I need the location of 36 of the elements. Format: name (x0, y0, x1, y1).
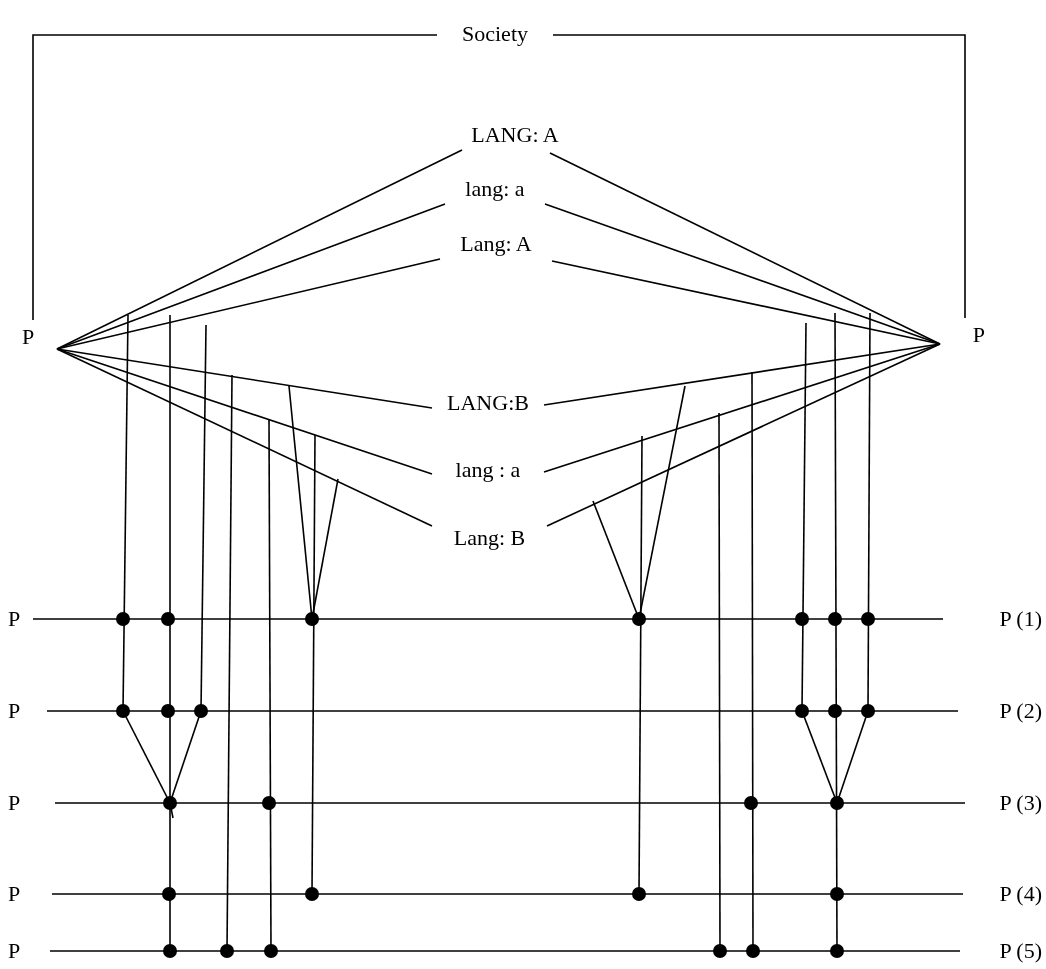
node-label: Society (462, 21, 528, 47)
connector-line (543, 343, 941, 406)
node-label: P (2) (999, 698, 1042, 724)
connector-line (544, 203, 941, 345)
node-label: P (972, 322, 985, 348)
connector-line (49, 950, 961, 952)
node-label: lang : a (455, 457, 521, 483)
connector-line (56, 258, 441, 350)
connector-line (56, 348, 433, 527)
node-label: lang: a (465, 176, 525, 202)
connector-line (546, 343, 941, 527)
node-label: LANG: A (471, 122, 559, 148)
node-label: LANG:B (447, 390, 529, 416)
connector-line (54, 802, 966, 804)
node-label: P (22, 324, 35, 350)
node-label: P (8, 698, 21, 724)
connector-line (46, 710, 959, 712)
node-label: P (3) (999, 790, 1042, 816)
connector-line (551, 260, 941, 345)
node-label: P (8, 790, 21, 816)
node-label: P (5) (999, 938, 1042, 964)
node-label: P (4) (999, 881, 1042, 907)
connector-line (32, 34, 438, 321)
connector-line (56, 203, 446, 350)
node-label: P (8, 606, 21, 632)
node-label: Lang: A (460, 231, 532, 257)
connector-line (552, 34, 966, 319)
node-label: P (8, 938, 21, 964)
connector-line (549, 152, 941, 345)
connector-line (51, 893, 964, 895)
node-label: Lang: B (453, 525, 526, 551)
connector-line (56, 348, 433, 409)
connector-line (32, 618, 944, 620)
node-label: P (8, 881, 21, 907)
node-label: P (1) (999, 606, 1042, 632)
connector-line (56, 149, 463, 350)
